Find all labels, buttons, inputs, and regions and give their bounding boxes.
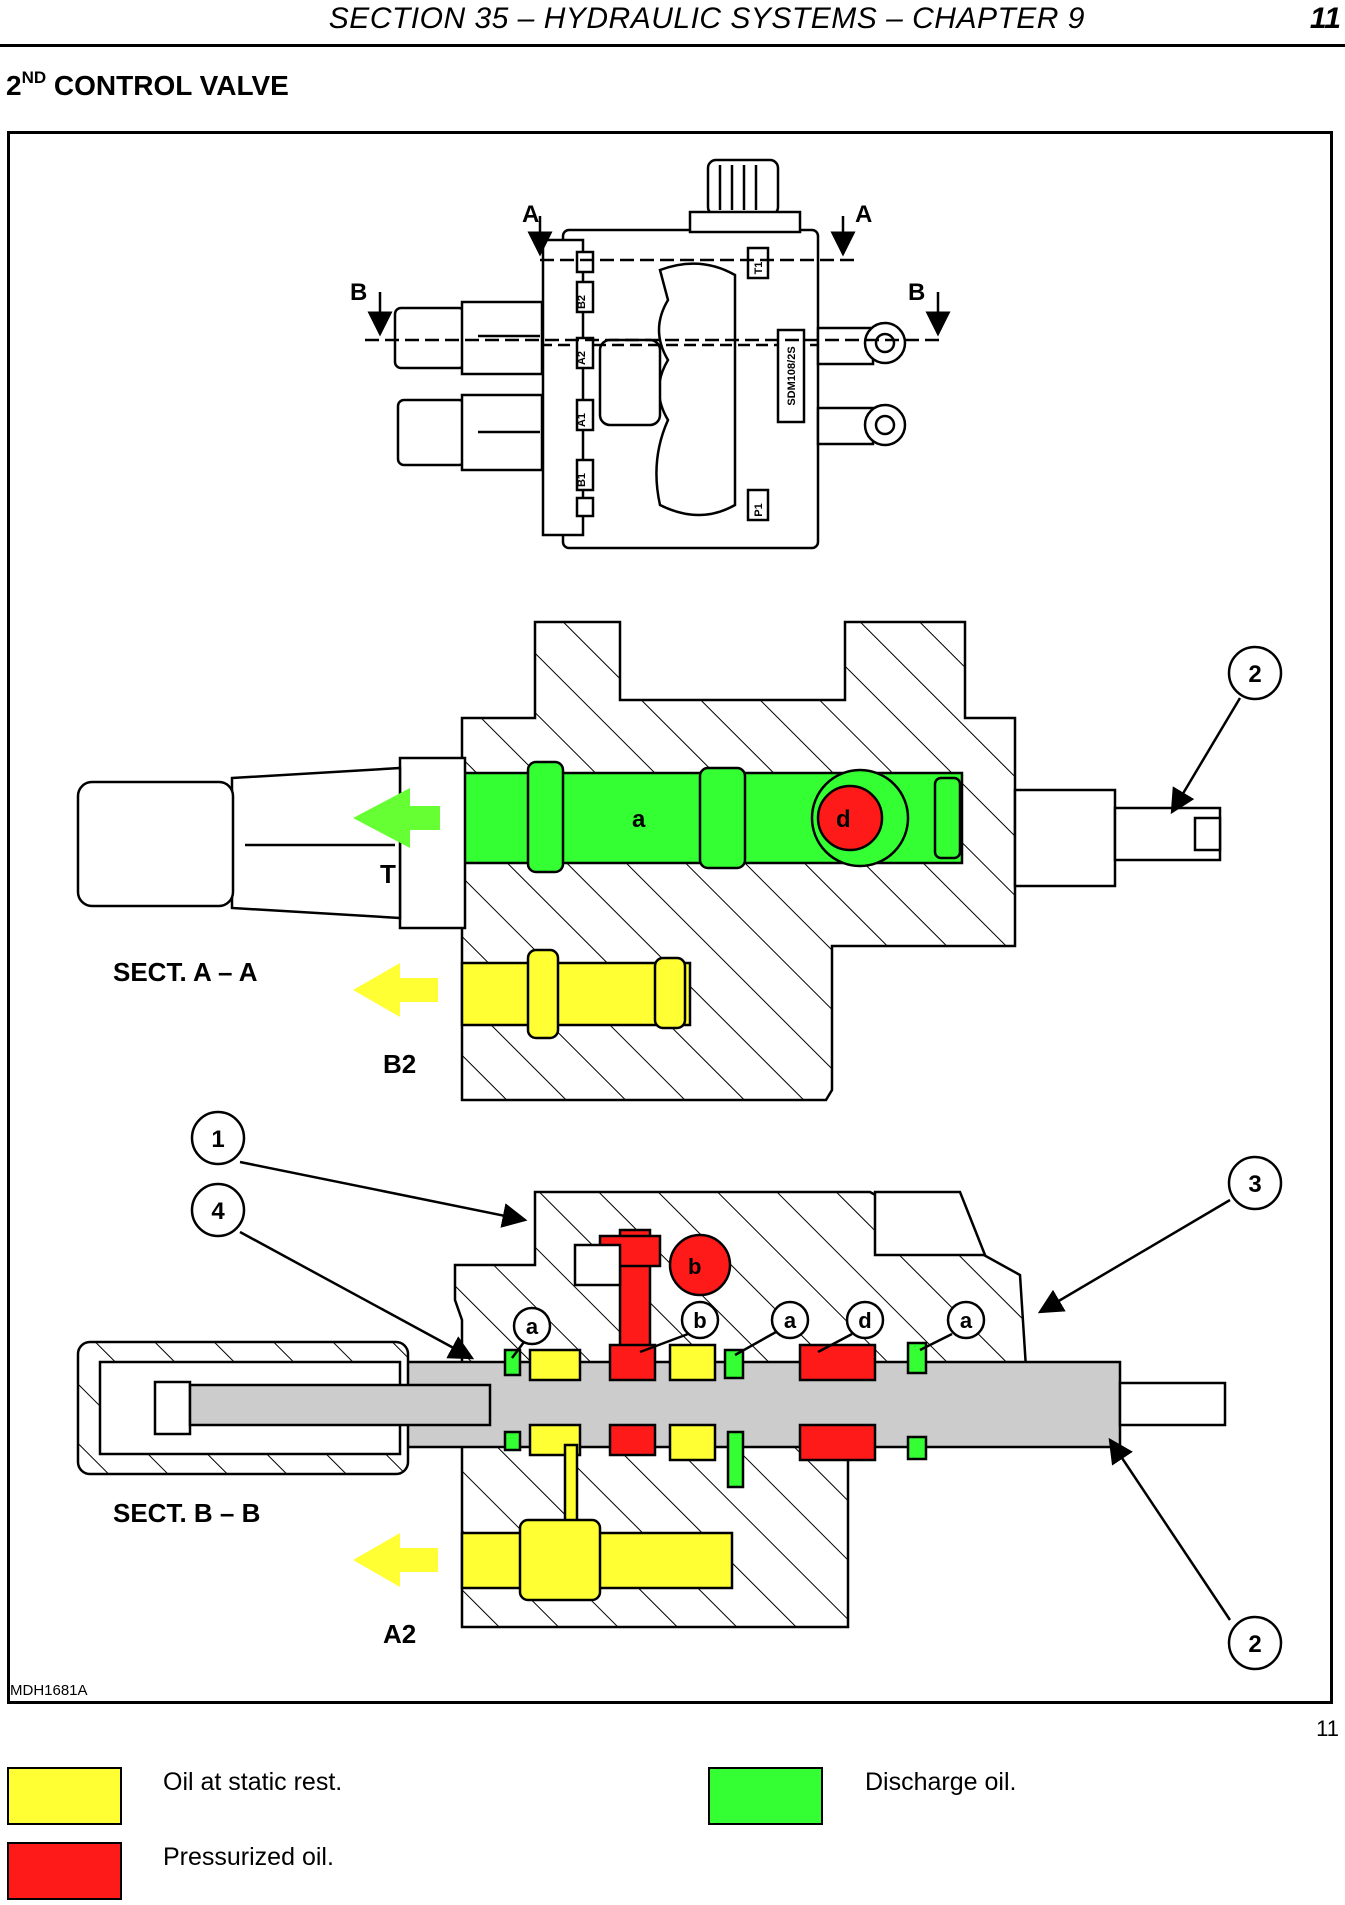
figure-code: MDH1681A: [10, 1682, 88, 1699]
brand-label: SDM108/2S: [786, 346, 798, 405]
port-label-a2: A2: [576, 351, 588, 365]
top-view-port-text: B2 A2 A1 B1 T1 P1 SDM108/2S: [576, 262, 798, 517]
header-title: SECTION 35 – HYDRAULIC SYSTEMS – CHAPTER…: [328, 2, 1085, 35]
section-title-superscript: ND: [21, 68, 47, 87]
valve-diagram: B2 A2 A1 B1 T1 P1 SDM108/2S A A B B: [76, 158, 1283, 1671]
chamber-callouts: [511, 1300, 986, 1359]
top-view: [393, 158, 907, 550]
pressure-chamber-b: [668, 1233, 732, 1297]
chamber-label-a-sect-aa: a: [632, 806, 646, 833]
spool-housing-a: [398, 756, 467, 930]
port-label-t: T: [380, 859, 396, 889]
cut-label-b-left: B: [350, 279, 367, 306]
section-a-a: [76, 620, 1222, 1102]
page-header: SECTION 35 – HYDRAULIC SYSTEMS – CHAPTER…: [0, 0, 1345, 47]
callout-d: d: [858, 1308, 871, 1333]
legend-swatch-pressurized: [7, 1842, 122, 1900]
relief-spring: [573, 1243, 622, 1287]
callout-4: 4: [211, 1198, 225, 1225]
callout-2-lower: 2: [1248, 1631, 1261, 1658]
flow-arrow-t: [353, 788, 440, 848]
chamber-label-b-large: b: [688, 1254, 701, 1279]
numbered-callouts: [190, 645, 1283, 1671]
section-title: 2ND CONTROL VALVE: [6, 68, 289, 102]
section-title-text: CONTROL VALVE: [46, 70, 289, 101]
static-chamber-b2: [460, 961, 692, 1027]
port-connector-a2: [396, 398, 467, 467]
port-label-t1: T1: [753, 262, 765, 275]
handle-recess: [655, 262, 737, 517]
spool-rod-b: [1118, 1381, 1227, 1427]
callout-b: b: [693, 1308, 706, 1333]
cut-label-a-right: A: [855, 201, 872, 228]
header-page-number: 11: [1309, 2, 1341, 35]
callout-2-upper: 2: [1248, 661, 1261, 688]
spool-cap-a: [76, 780, 235, 908]
callout-a-1: a: [526, 1314, 539, 1339]
cut-label-a-left: A: [522, 201, 539, 228]
legend-label-pressurized: Pressurized oil.: [163, 1843, 334, 1871]
port-label-b1: B1: [576, 473, 588, 487]
section-b-b: [76, 1190, 1227, 1629]
port-label-p1: P1: [753, 503, 765, 516]
section-title-prefix: 2: [6, 70, 22, 101]
section-label-aa: SECT. A – A: [113, 957, 258, 987]
port-label-a1: A1: [576, 413, 588, 427]
cut-markers: [365, 216, 951, 342]
flow-arrow-b2: [353, 963, 438, 1017]
callout-a-3: a: [960, 1308, 973, 1333]
legend-swatch-static: [7, 1767, 122, 1825]
port-label-a2-sect: A2: [383, 1619, 416, 1649]
callout-a-2: a: [784, 1308, 797, 1333]
figure-frame: [7, 131, 1333, 1704]
header-rule: [0, 44, 1345, 47]
pressurized-chamber-d: [816, 784, 884, 852]
chamber-label-d-sect-aa: d: [836, 806, 851, 833]
section-label-bb: SECT. B – B: [113, 1498, 260, 1528]
legend-label-discharge: Discharge oil.: [865, 1768, 1017, 1796]
port-connector-b2: [393, 306, 467, 370]
port-label-b2: B2: [383, 1049, 416, 1079]
legend-swatch-discharge: [708, 1767, 823, 1825]
callout-3: 3: [1248, 1171, 1261, 1198]
cut-label-b-right: B: [908, 279, 925, 306]
flow-arrow-a2: [353, 1533, 438, 1587]
figure-number: 11: [1316, 1716, 1339, 1741]
window-recess: [598, 338, 662, 427]
legend-label-static: Oil at static rest.: [163, 1768, 343, 1796]
port-label-b2-top: B2: [576, 295, 588, 309]
callout-1: 1: [211, 1126, 224, 1153]
